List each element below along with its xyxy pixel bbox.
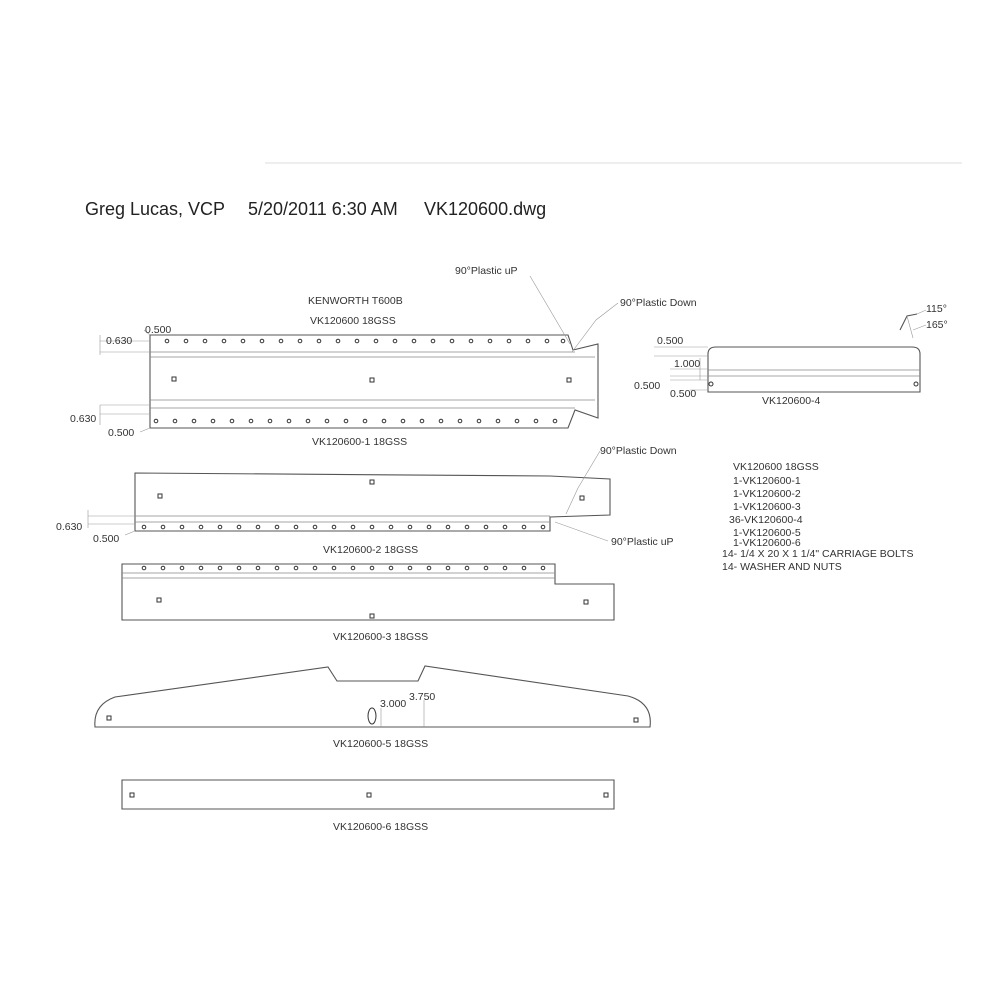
part-3-square-holes	[157, 598, 588, 618]
part-1-dim-bottom-edge: 0.500	[108, 427, 134, 439]
part-4-hole-right	[913, 381, 919, 387]
part-2-drawing: 0.630 0.500 VK120600-2 18GSS	[56, 473, 610, 556]
part-6-label: VK120600-6 18GSS	[333, 821, 428, 833]
part-3-drawing: VK120600-3 18GSS	[122, 564, 614, 643]
bom-line: 1-VK120600-5	[733, 527, 801, 539]
part-2-dim-offset: 0.630	[56, 521, 82, 533]
bill-of-materials: VK120600 18GSS 1-VK120600-1 1-VK120600-2…	[722, 461, 913, 573]
part-1-bottom-holes	[153, 418, 558, 424]
part-4-label: VK120600-4	[762, 395, 821, 407]
part-4-dim-bottom: 0.500	[670, 388, 696, 400]
part-4-dim-top: 0.500	[657, 335, 683, 347]
part-4-outline	[708, 347, 920, 392]
part-5-slot	[367, 707, 377, 725]
part-5-dim-height-b: 3.750	[409, 691, 435, 703]
part-2-label: VK120600-2 18GSS	[323, 544, 418, 556]
part-4-dim-left: 0.500	[634, 380, 660, 392]
part-3-outline	[122, 564, 614, 620]
part-1-outline	[150, 335, 598, 428]
note-plastic-up-1: 90°Plastic uP	[455, 265, 518, 277]
bom-line: 1-VK120600-3	[733, 501, 801, 513]
part-1-dim-bottom-offset: 0.630	[70, 413, 96, 425]
part-6-drawing: VK120600-6 18GSS	[122, 780, 614, 833]
bom-line: 36-VK120600-4	[729, 514, 803, 526]
part-5-outline	[95, 666, 650, 727]
note-plastic-down-1: 90°Plastic Down	[620, 297, 697, 309]
part-5-square-hole-left	[107, 716, 111, 720]
part-5-label: VK120600-5 18GSS	[333, 738, 428, 750]
bom-line: 14- WASHER AND NUTS	[722, 561, 842, 573]
part-1-title-line1: KENWORTH T600B	[308, 295, 403, 307]
part-5-dim-height-a: 3.000	[380, 698, 406, 710]
part-6-outline	[122, 780, 614, 809]
part-5-square-hole-right	[634, 718, 638, 722]
part-4-dim-middle: 1.000	[674, 358, 700, 370]
bom-line: 1-VK120600-2	[733, 488, 801, 500]
bom-line: VK120600 18GSS	[733, 461, 819, 473]
part-1-dim-top-offset: 0.630	[106, 335, 132, 347]
header-filename: VK120600.dwg	[424, 199, 546, 219]
part-2-outline	[135, 473, 610, 531]
part-1-drawing: KENWORTH T600B VK120600 18GSS	[70, 295, 598, 448]
part-4-drawing: 0.500 1.000 0.500 0.500 115° 165° VK1206…	[634, 303, 948, 407]
part-4-hole-left	[708, 381, 714, 387]
part-1-square-holes	[172, 377, 571, 382]
bom-line: 14- 1/4 X 20 X 1 1/4" CARRIAGE BOLTS	[722, 548, 913, 560]
part-5-drawing: 3.000 3.750 VK120600-5 18GSS	[95, 666, 650, 750]
part-4-angle-115: 115°	[926, 303, 947, 315]
part-3-holes	[141, 565, 546, 571]
part-1-dim-top-edge: 0.500	[145, 324, 171, 336]
bom-line: 1-VK120600-6	[733, 537, 801, 549]
part-2-dim-edge: 0.500	[93, 533, 119, 545]
header-author: Greg Lucas, VCP	[85, 199, 225, 219]
part-1-top-holes	[164, 338, 566, 344]
part-1-title-line2: VK120600 18GSS	[310, 315, 396, 327]
note-plastic-down-2: 90°Plastic Down	[600, 445, 677, 457]
part-1-label: VK120600-1 18GSS	[312, 436, 407, 448]
bom-line: 1-VK120600-1	[733, 475, 801, 487]
part-2-square-holes	[158, 480, 584, 500]
part-4-angle-165: 165°	[926, 319, 948, 331]
part-3-label: VK120600-3 18GSS	[333, 631, 428, 643]
note-plastic-up-2: 90°Plastic uP	[611, 536, 674, 548]
header-timestamp: 5/20/2011 6:30 AM	[248, 199, 398, 219]
part-2-holes	[141, 524, 546, 530]
